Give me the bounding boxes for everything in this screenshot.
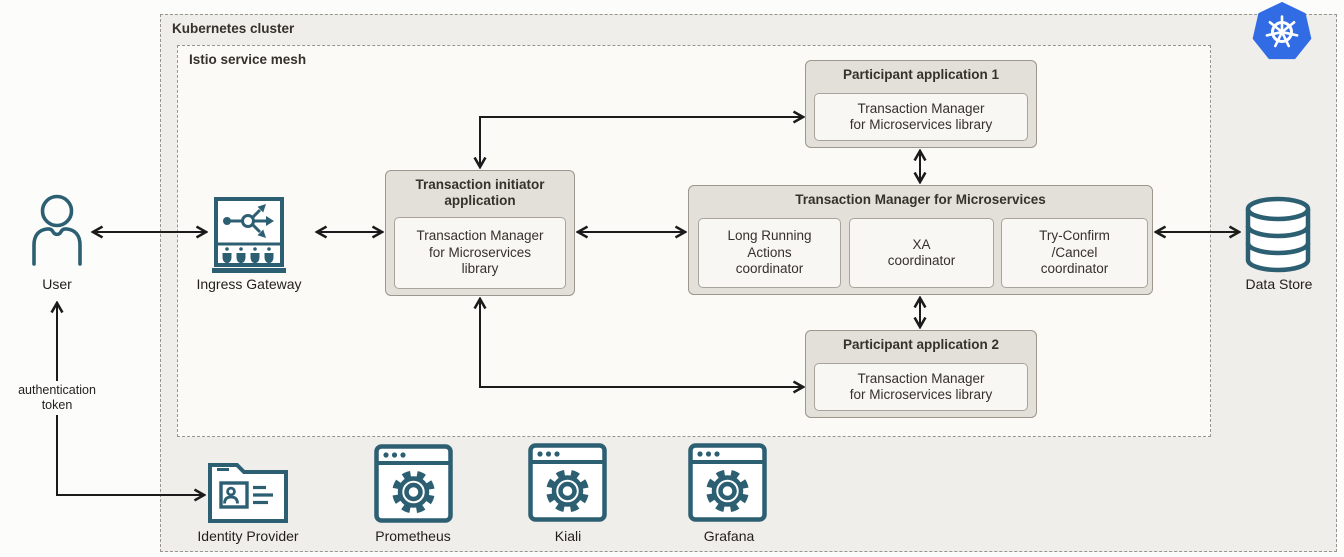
data-store-label: Data Store <box>1245 276 1313 292</box>
participant-2-title: Participant application 2 <box>842 337 1000 352</box>
transaction-manager-for-microservices-box: Transaction Manager for Microservices Lo… <box>688 185 1153 295</box>
participant-2-tmm-library-box: Transaction Manager for Microservices li… <box>814 363 1028 411</box>
istio-service-mesh-label: Istio service mesh <box>189 52 307 67</box>
kubernetes-logo-icon <box>1251 2 1313 62</box>
kiali-icon <box>528 443 607 522</box>
kiali-label: Kiali <box>554 528 582 544</box>
coordinator-line: Long Running <box>727 228 812 244</box>
authentication-token-label: authentication token <box>6 381 108 415</box>
participant-1-title: Participant application 1 <box>842 67 1000 82</box>
participant-application-1-box: Participant application 1 Transaction Ma… <box>805 60 1037 148</box>
tmm-title: Transaction Manager for Microservices <box>795 192 1046 207</box>
coordinator-line: coordinator <box>887 253 956 268</box>
coordinator-line: /Cancel <box>1051 244 1098 260</box>
identity-provider-label: Identity Provider <box>197 528 299 544</box>
library-line: for Microservices library <box>849 117 993 132</box>
participant-1-tmm-library-box: Transaction Manager for Microservices li… <box>814 93 1028 141</box>
user-icon <box>28 193 86 275</box>
xa-coordinator-box: XA coordinator <box>849 218 994 288</box>
ingress-gateway-label: Ingress Gateway <box>196 276 302 292</box>
coordinator-line: Try-Confirm <box>1039 228 1110 244</box>
coordinator-line: coordinator <box>1040 261 1109 277</box>
grafana-icon <box>688 443 767 522</box>
participant-application-2-box: Participant application 2 Transaction Ma… <box>805 330 1037 418</box>
prometheus-icon <box>374 444 453 523</box>
database-icon <box>1242 196 1314 276</box>
kubernetes-cluster-label: Kubernetes cluster <box>172 21 295 36</box>
coordinator-line: coordinator <box>735 261 804 277</box>
title-line: application <box>444 193 516 208</box>
lra-coordinator-box: Long Running Actions coordinator <box>698 218 841 288</box>
library-line: for Microservices <box>428 244 531 260</box>
title-line: Transaction initiator <box>415 177 545 192</box>
library-line: Transaction Manager <box>857 100 985 116</box>
prometheus-label: Prometheus <box>375 528 451 544</box>
library-line: Transaction Manager <box>416 228 544 244</box>
coordinator-line: Actions <box>747 244 792 260</box>
identity-provider-icon <box>207 457 289 525</box>
user-label: User <box>42 276 72 292</box>
library-line: Transaction Manager <box>857 370 985 386</box>
library-line: library <box>461 261 499 277</box>
ingress-gateway-icon <box>212 197 286 275</box>
transaction-initiator-title: Transaction initiator application <box>386 177 574 209</box>
tcc-coordinator-box: Try-Confirm /Cancel coordinator <box>1001 218 1148 288</box>
edge-label-line: authentication <box>18 383 96 397</box>
coordinator-line: XA <box>912 236 931 252</box>
grafana-label: Grafana <box>703 528 755 544</box>
library-line: for Microservices library <box>849 387 993 402</box>
initiator-tmm-library-box: Transaction Manager for Microservices li… <box>394 217 566 289</box>
transaction-initiator-application-box: Transaction initiator application Transa… <box>385 170 575 296</box>
edge-label-line: token <box>41 398 73 412</box>
